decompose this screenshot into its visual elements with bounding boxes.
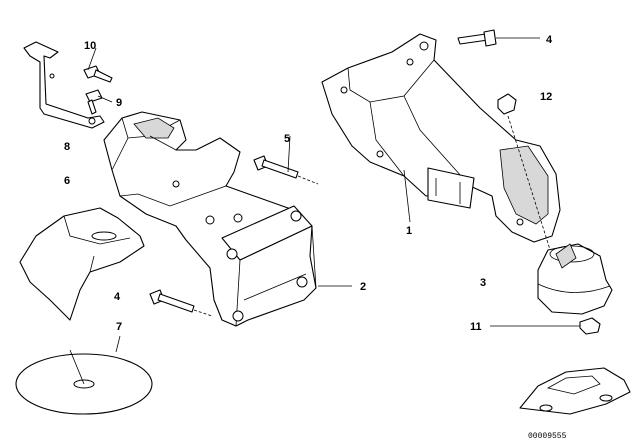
callout-8: 8 (64, 141, 70, 153)
callout-11: 11 (470, 321, 482, 333)
bolt-lower-part (149, 289, 213, 317)
bolt-upper-part (253, 155, 319, 185)
bolt-right-part (457, 29, 497, 47)
nut-stud-part (497, 93, 553, 257)
heat-shield-part (19, 207, 145, 321)
callout-labels: 1 2 3 4 4 5 6 7 8 9 10 11 12 00009555 (64, 34, 567, 441)
callout-4-left: 4 (114, 291, 121, 303)
callout-3: 3 (480, 277, 486, 289)
large-bracket-part (321, 33, 561, 243)
engine-support-bracket-part (103, 111, 317, 327)
callout-9: 9 (116, 97, 122, 109)
nut-part (579, 317, 601, 335)
callout-10: 10 (84, 40, 96, 52)
callout-12: 12 (540, 91, 552, 103)
engine-mount-part (537, 243, 613, 315)
callout-2: 2 (360, 281, 366, 293)
callout-4-right: 4 (546, 34, 553, 46)
small-bolts-part (83, 65, 113, 115)
diagram-code: 00009555 (528, 432, 567, 441)
callout-5: 5 (284, 133, 290, 145)
callout-7: 7 (116, 321, 122, 333)
car-thumbnail-icon (519, 367, 631, 415)
callout-6: 6 (64, 175, 70, 187)
callout-1: 1 (406, 225, 412, 237)
leader-lines (69, 37, 580, 385)
strap-bracket-part (23, 41, 105, 129)
